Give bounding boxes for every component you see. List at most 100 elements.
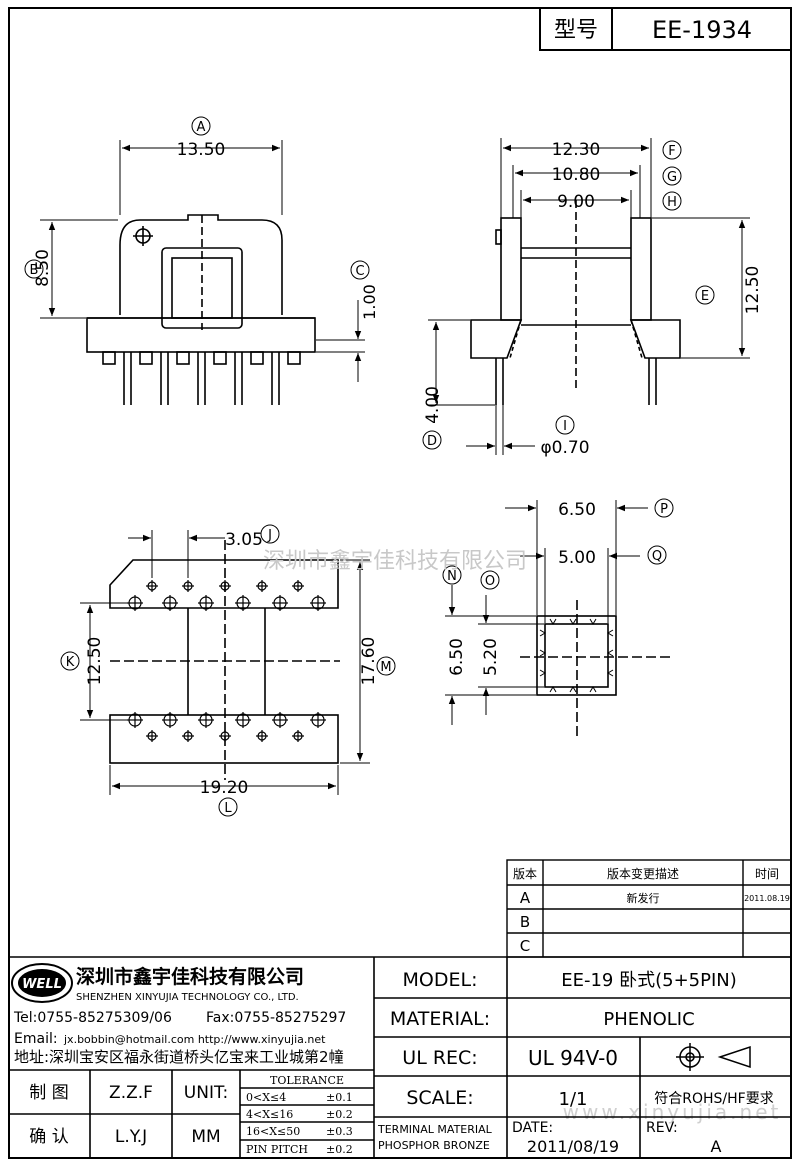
svg-text:D: D [427, 434, 437, 449]
dim-d-value: 4.00 [423, 386, 443, 424]
tolerance-range: 0<X≤4 [246, 1091, 286, 1104]
rev-row-ver: B [520, 913, 530, 931]
dim-q-value: 5.00 [558, 548, 596, 568]
dim-p-value: 6.50 [558, 500, 596, 520]
svg-text:G: G [667, 170, 677, 185]
company-email-label: Email: [14, 1031, 58, 1047]
svg-text:O: O [485, 574, 495, 589]
marker-i: I [555, 415, 575, 435]
svg-text:Q: Q [652, 549, 662, 564]
side-view [470, 200, 681, 405]
terminal-material-value: PHOSPHOR BRONZE [378, 1139, 490, 1152]
marker-a: A [191, 116, 211, 136]
rev-value: A [711, 1137, 722, 1156]
type-label: 型号 [554, 18, 598, 43]
svg-text:N: N [447, 569, 457, 584]
svg-text:E: E [701, 289, 709, 304]
drawn-value: Z.Z.F [109, 1083, 153, 1103]
tolerance-value: ±0.1 [326, 1091, 353, 1104]
svg-text:P: P [660, 502, 668, 517]
dim-l-value: 19.20 [200, 778, 249, 798]
bottom-view-pins [127, 580, 326, 742]
company-name-en: SHENZHEN XINYUJIA TECHNOLOGY CO., LTD. [76, 992, 299, 1003]
watermark-url: www.xinyujia.net [563, 1100, 782, 1124]
marker-b: B [24, 259, 44, 279]
material-label: MATERIAL: [390, 1008, 490, 1030]
marker-q: Q [647, 545, 667, 565]
dim-i-value: φ0.70 [540, 438, 589, 458]
company-email: jx.bobbin@hotmail.com http://www.xinyuji… [63, 1033, 326, 1046]
title-block: WELL 深圳市鑫宇佳科技有限公司 SHENZHEN XINYUJIA TECH… [9, 956, 791, 1158]
type-value: EE-1934 [652, 16, 752, 44]
rohs-note: 符合ROHS/HF要求 [654, 1091, 773, 1107]
marker-d: D [422, 430, 442, 450]
projection-symbol [676, 1043, 751, 1071]
svg-text:M: M [380, 660, 391, 675]
rev-header-time: 时间 [755, 867, 779, 881]
front-view [86, 214, 316, 405]
dimension-markers: A B C D E F G H I J K L M N O P Q [24, 116, 715, 817]
svg-text:WELL: WELL [22, 977, 62, 992]
rev-row-ver: C [520, 937, 530, 955]
side-dims [428, 138, 750, 455]
svg-text:B: B [30, 263, 39, 278]
window-dims [445, 500, 648, 725]
marker-c: C [350, 260, 370, 280]
marker-n: N [442, 565, 462, 585]
svg-text:K: K [66, 655, 75, 670]
dim-g-value: 10.80 [552, 165, 601, 185]
dim-h-value: 9.00 [557, 192, 595, 212]
model-value: EE-19 卧式(5+5PIN) [561, 970, 737, 991]
marker-m: M [376, 656, 396, 676]
svg-text:A: A [197, 120, 206, 135]
unit-label: UNIT: [184, 1083, 228, 1103]
scale-value: 1/1 [559, 1089, 588, 1110]
sheet-border [8, 7, 792, 1159]
model-header: 型号 EE-1934 [539, 7, 792, 51]
rev-header-desc: 版本变更描述 [607, 866, 679, 881]
front-dims [40, 140, 365, 382]
company-tel: Tel:0755-85275309/06 [13, 1010, 172, 1026]
svg-text:C: C [355, 264, 364, 279]
tolerance-value: ±0.2 [326, 1143, 353, 1156]
marker-k: K [60, 651, 80, 671]
dim-n-value: 6.50 [447, 638, 467, 676]
tolerance-title: TOLERANCE [270, 1074, 344, 1087]
dim-j-value: 3.05 [225, 530, 263, 550]
tolerance-range: 16<X≤50 [246, 1125, 300, 1138]
tolerance-range: PIN PITCH [246, 1143, 308, 1156]
rev-row-desc: 新发行 [627, 891, 660, 905]
tolerance-value: ±0.2 [326, 1108, 353, 1121]
company-name-cn: 深圳市鑫宇佳科技有限公司 [76, 965, 304, 988]
marker-g: G [662, 166, 682, 186]
terminal-material-label: TERMINAL MATERIAL [377, 1123, 493, 1136]
date-value: 2011/08/19 [527, 1137, 619, 1156]
svg-text:I: I [563, 419, 567, 434]
dim-m-value: 17.60 [359, 637, 379, 686]
ulrec-label: UL REC: [402, 1047, 477, 1069]
tolerance-value: ±0.3 [326, 1125, 353, 1138]
dim-e-value: 12.50 [743, 266, 763, 315]
tolerance-range: 4<X≤16 [246, 1108, 293, 1121]
model-label: MODEL: [403, 969, 478, 991]
marker-l: L [218, 797, 238, 817]
bottom-dims [80, 530, 370, 795]
rev-header-ver: 版本 [513, 867, 537, 881]
scale-label: SCALE: [406, 1087, 473, 1109]
watermark-company: 深圳市鑫宇佳科技有限公司 [263, 549, 527, 574]
marker-f: F [662, 140, 682, 160]
dim-k-value: 12.50 [85, 637, 105, 686]
dim-c-value: 1.00 [360, 284, 379, 320]
svg-text:J: J [267, 528, 272, 543]
company-address: 地址:深圳宝安区福永街道桥头亿宝来工业城第2幢 [14, 1048, 344, 1066]
dim-f-value: 12.30 [552, 140, 601, 160]
material-value: PHENOLIC [603, 1009, 694, 1030]
marker-p: P [654, 498, 674, 518]
svg-text:H: H [667, 195, 677, 210]
rev-row-ver: A [520, 889, 531, 907]
company-logo: WELL [11, 963, 73, 1003]
revision-table: 版本 版本变更描述 时间 A 新发行 2011.08.19 B C [506, 859, 792, 958]
ulrec-value: UL 94V-0 [528, 1046, 618, 1070]
marker-j: J [260, 524, 280, 544]
marker-h: H [662, 191, 682, 211]
